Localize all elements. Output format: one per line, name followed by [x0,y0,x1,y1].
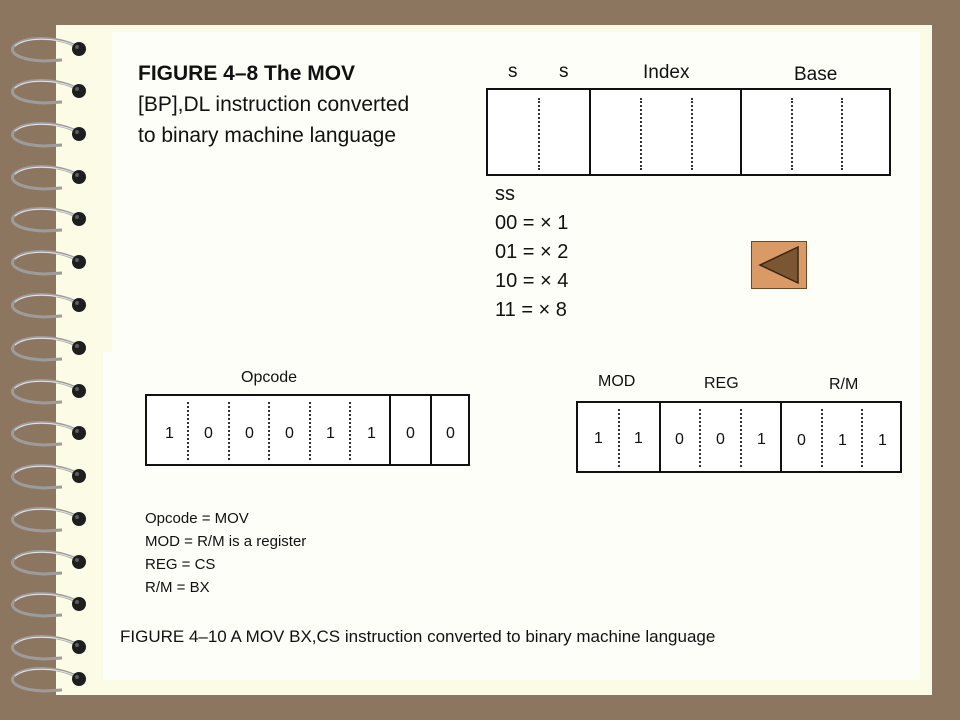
figure-4-10-caption: FIGURE 4–10 A MOV BX,CS instruction conv… [120,627,716,646]
opcode-field-divider [430,396,432,464]
header-s-2: s [559,61,569,82]
modrm-bit-divider [821,409,823,467]
opcode-bit: 0 [406,425,415,442]
sib-bit-divider [841,98,843,170]
binding-ring [0,243,96,281]
rm-label: R/M [829,376,859,393]
header-base: Base [794,64,838,85]
modrm-field-divider [780,403,782,471]
binding-ring [0,585,96,623]
binding-ring [0,543,96,581]
modrm-bit: 0 [797,432,806,449]
figure-4-8-title-line-2: [BP],DL instruction converted [138,93,410,116]
figure-4-8-title-line-3: to binary machine language [138,124,397,147]
sib-bit-divider [791,98,793,170]
reg-label: REG [704,375,739,392]
modrm-bit: 1 [878,432,887,449]
binding-ring [0,660,96,698]
binding-ring [0,329,96,367]
ss-legend: ss 00 = × 1 01 = × 2 10 = × 4 11 = × 8 [495,180,568,325]
opcode-bit: 0 [446,425,455,442]
opcode-field-divider [389,396,391,464]
ss-row: 00 = × 1 [495,212,569,234]
opcode-label: Opcode [241,369,298,386]
binding-ring [0,286,96,324]
opcode-bit: 0 [285,425,294,442]
binding-ring [0,414,96,452]
mod-label: MOD [598,373,636,390]
opcode-bit: 1 [165,425,174,442]
ss-heading: ss [495,183,515,205]
binding-ring [0,628,96,666]
back-button[interactable] [751,241,807,289]
binding-ring [0,457,96,495]
opcode-bit-divider [228,402,230,460]
sib-field-divider [740,90,742,174]
opcode-bit: 0 [204,425,213,442]
header-s-1: s [508,61,518,82]
sib-bit-divider [691,98,693,170]
modrm-bit: 1 [594,430,603,447]
modrm-byte-box [576,401,902,473]
binding-ring [0,72,96,110]
figure-4-8-title-line-1: FIGURE 4–8 The MOV [138,62,356,85]
figure-4-10-notes: Opcode = MOV MOD = R/M is a register REG… [145,507,306,599]
modrm-bit-divider [699,409,701,467]
ss-row: 01 = × 2 [495,241,569,263]
header-index: Index [643,62,690,83]
modrm-bit-divider [740,409,742,467]
modrm-bit: 1 [757,431,766,448]
note-line: Opcode = MOV [145,510,249,527]
modrm-bit-divider [618,409,620,467]
binding-ring [0,115,96,153]
note-line: REG = CS [145,556,216,573]
modrm-bit: 0 [675,431,684,448]
binding-ring [0,30,96,68]
binding-ring [0,200,96,238]
modrm-bit: 1 [838,432,847,449]
opcode-byte-box [145,394,470,466]
ss-row: 10 = × 4 [495,270,569,292]
ss-row: 11 = × 8 [495,299,567,321]
figure-4-8-title: FIGURE 4–8 The MOV [BP],DL instruction c… [138,58,409,151]
binding-ring [0,500,96,538]
opcode-bit: 1 [367,425,376,442]
modrm-bit: 1 [634,430,643,447]
modrm-field-divider [659,403,661,471]
figure-4-8-scan [112,32,920,352]
triangle-left-icon [758,245,799,285]
opcode-bit-divider [349,402,351,460]
modrm-bit: 0 [716,431,725,448]
opcode-bit: 0 [245,425,254,442]
opcode-bit: 1 [326,425,335,442]
sib-field-divider [589,90,591,174]
sib-bit-divider [538,98,540,170]
opcode-bit-divider [187,402,189,460]
opcode-bit-divider [268,402,270,460]
opcode-bit-divider [309,402,311,460]
sib-byte-box [486,88,891,176]
note-line: MOD = R/M is a register [145,533,307,550]
note-line: R/M = BX [145,579,210,596]
binding-ring [0,158,96,196]
sib-bit-divider [640,98,642,170]
binding-ring [0,372,96,410]
modrm-bit-divider [861,409,863,467]
